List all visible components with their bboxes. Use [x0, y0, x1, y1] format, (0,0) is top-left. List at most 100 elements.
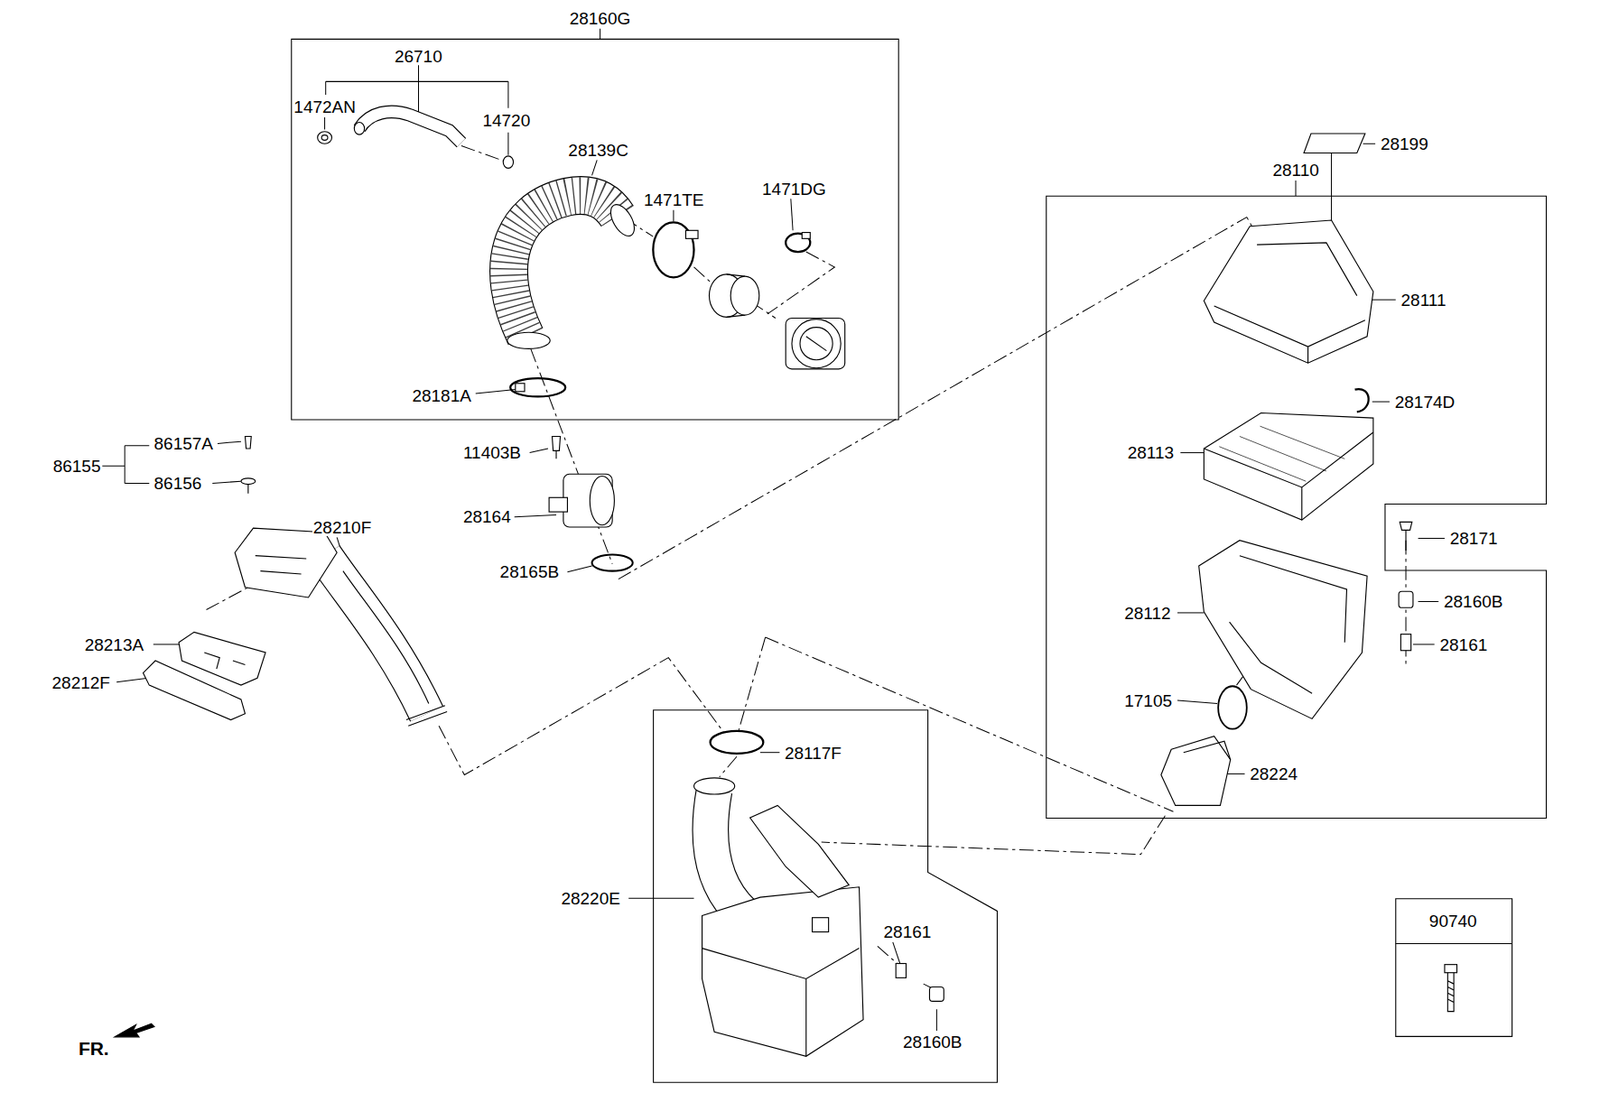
breather-hose: [359, 111, 462, 143]
resonator: [750, 805, 850, 898]
bolt-icon: [1444, 965, 1458, 974]
leader-line: [893, 942, 901, 965]
assembly-line: [438, 658, 727, 776]
callout-number: 28199: [1379, 135, 1430, 153]
air-duct: [247, 484, 249, 494]
bolt-icon: [1447, 973, 1454, 1013]
callout-number: 28213A: [83, 636, 146, 654]
air-cleaner: [1203, 432, 1374, 521]
air-duct: [142, 436, 447, 726]
frame-outline: [285, 4, 905, 427]
frame-outline: [1045, 195, 1546, 819]
callout-number: 28165B: [499, 563, 561, 581]
direction-arrow: [114, 1023, 155, 1038]
direction-arrow: [114, 1023, 155, 1038]
group-number: 90740: [1428, 912, 1479, 931]
leader-line: [567, 566, 592, 573]
resonator: [929, 987, 944, 1003]
callout-number: 28224: [1248, 765, 1299, 783]
air-duct: [234, 528, 337, 598]
throttle-body: [785, 317, 846, 369]
group-number: 28160G: [568, 9, 633, 28]
resonator: [702, 948, 860, 1058]
callout-number: 26710: [393, 47, 444, 66]
clamp: [510, 222, 810, 397]
callout-number: 28111: [1400, 291, 1448, 309]
clamp: [801, 232, 810, 240]
leader-line: [1295, 180, 1297, 196]
air-cleaner: [1229, 556, 1348, 695]
sensor: [589, 476, 614, 526]
air-cleaner: [1203, 220, 1374, 363]
callout-number: 1471DG: [761, 180, 828, 198]
air-duct: [406, 706, 447, 727]
leader-line: [153, 643, 179, 645]
callout-number: 17105: [1123, 692, 1173, 710]
direction-label: FR.: [77, 1039, 111, 1059]
callout-number: 1472AN: [292, 98, 357, 116]
air-cleaner: [1203, 413, 1374, 521]
callout-number: 28210F: [312, 519, 373, 537]
assembly-line: [738, 637, 1173, 812]
assembly-line: [624, 218, 776, 319]
leader-line: [514, 514, 557, 517]
resonator: [710, 790, 744, 914]
air-cleaner: [1399, 521, 1413, 551]
air-cleaner: [1199, 540, 1368, 720]
leader-line: [592, 159, 598, 176]
frame-outline: [652, 710, 997, 1083]
air-duct: [255, 556, 307, 575]
leader-line: [790, 198, 793, 231]
callout-number: 28112: [1123, 604, 1172, 623]
leader-line: [102, 446, 149, 484]
callout-number: 86157A: [153, 435, 215, 453]
sleeve: [708, 274, 759, 317]
air-cleaner: [1400, 634, 1411, 652]
assembly-line: [719, 756, 737, 778]
frame-outline: [554, 704, 1004, 1089]
resonator: [702, 887, 864, 1058]
callout-number: 28164: [462, 508, 512, 526]
sensor: [592, 555, 633, 572]
group-frame: 28110: [1040, 155, 1553, 825]
resonator: [710, 731, 764, 754]
frame-divider: [1395, 943, 1513, 945]
callout-number: 28160B: [1442, 593, 1505, 611]
leader-line: [628, 898, 694, 900]
breather-hose: [359, 111, 462, 143]
leader-line: [1418, 601, 1440, 603]
part-box: 90740: [1389, 893, 1518, 1043]
callout-number: 14720: [481, 111, 531, 130]
air-duct: [343, 571, 429, 705]
air-cleaner: [1218, 686, 1247, 729]
throttle-body: [806, 336, 828, 352]
assembly-line: [206, 146, 1406, 990]
leader-line: [1177, 700, 1218, 704]
throttle-body: [800, 327, 833, 361]
leader-line: [1418, 538, 1445, 540]
intake-hose: [507, 195, 640, 350]
air-cleaner: [1161, 736, 1231, 807]
leader-line: [116, 678, 149, 683]
sensor: [548, 436, 633, 571]
air-duct: [244, 436, 252, 449]
group-number: 28220E: [559, 890, 622, 908]
assembly-line: [530, 348, 613, 564]
callout-number: 1471TE: [642, 191, 706, 209]
callout-number: 28139C: [567, 141, 630, 159]
leader-line: [212, 481, 242, 484]
air-cleaner: [1355, 389, 1369, 412]
callout-number: 28171: [1449, 530, 1499, 548]
clamp: [685, 230, 698, 239]
air-cleaner: [1218, 426, 1345, 482]
leader-line: [1177, 612, 1204, 614]
bolt-icon: [1444, 965, 1458, 1013]
throttle-body: [791, 319, 841, 369]
resonator: [694, 778, 735, 795]
callout-number: 86156: [153, 474, 204, 493]
breather-hose: [321, 135, 328, 141]
sensor: [548, 497, 568, 512]
group-number: 28110: [1271, 161, 1320, 179]
callout-number: 28160B: [902, 1033, 964, 1052]
